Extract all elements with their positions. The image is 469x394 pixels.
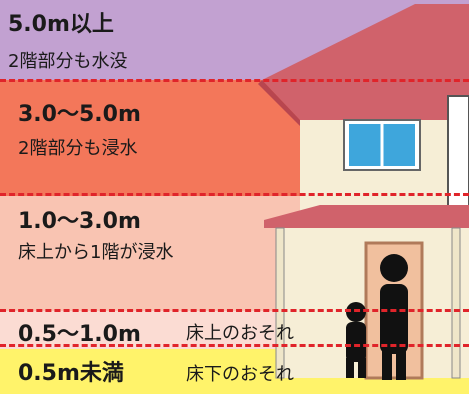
level-range-label: 0.5〜1.0m <box>18 322 141 347</box>
level-description-label: 床下のおそれ <box>186 364 294 385</box>
level-description-label: 床上のおそれ <box>186 323 294 344</box>
divider-3m <box>0 193 469 196</box>
adult-silhouette <box>380 254 408 380</box>
level-range-label: 5.0m以上 <box>8 12 114 37</box>
level-range-label: 0.5m未満 <box>18 361 124 386</box>
divider-1m <box>0 309 469 312</box>
divider-0.5m <box>0 344 469 347</box>
child-silhouette <box>346 302 366 378</box>
level-range-label: 1.0〜3.0m <box>18 209 141 234</box>
divider-5m <box>0 79 469 82</box>
lower-eave <box>264 205 469 228</box>
level-description-label: 2階部分も浸水 <box>18 138 138 159</box>
level-description-label: 2階部分も水没 <box>8 51 128 72</box>
porch-post <box>451 227 461 379</box>
level-description-label: 床上から1階が浸水 <box>18 242 174 263</box>
upper-roof <box>262 4 469 120</box>
porch-post <box>275 227 285 379</box>
level-range-label: 3.0〜5.0m <box>18 102 141 127</box>
